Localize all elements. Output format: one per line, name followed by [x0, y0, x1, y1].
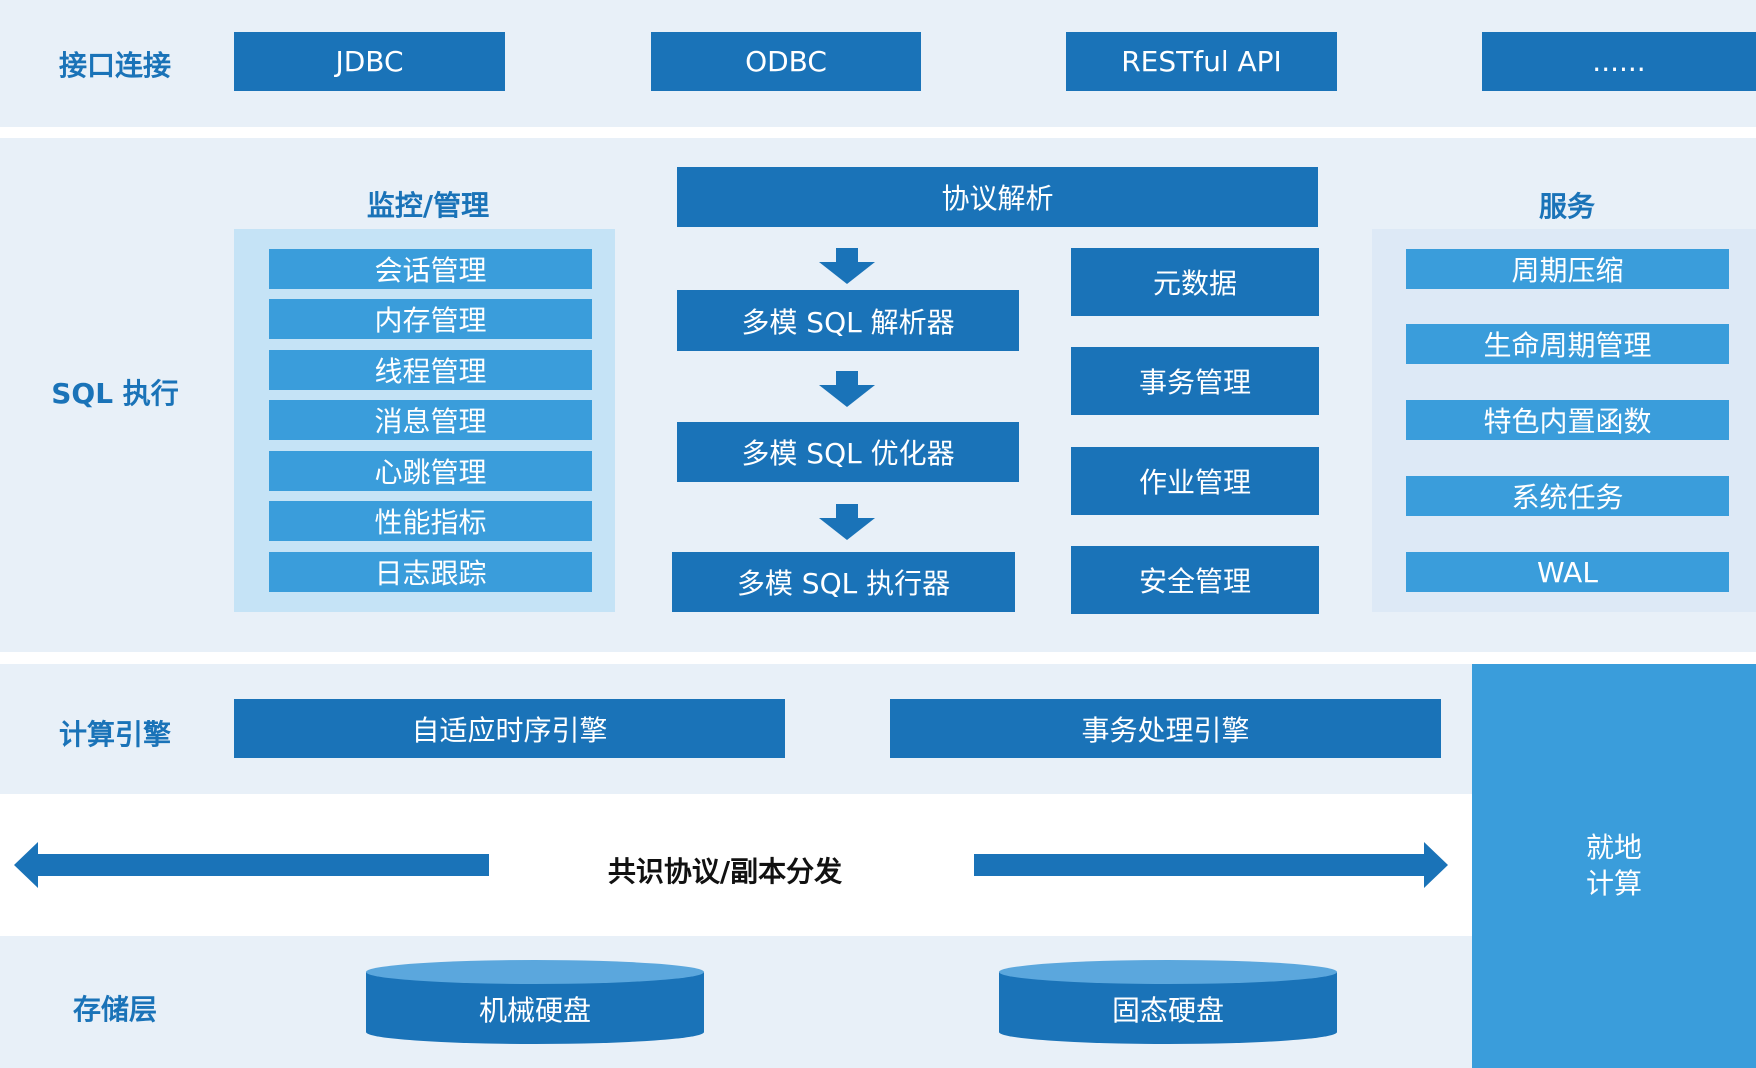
monitor-item: 消息管理	[269, 400, 592, 440]
odbc-box: ODBC	[651, 32, 921, 91]
down-arrow-icon	[819, 262, 875, 284]
monitor-item: 性能指标	[269, 501, 592, 541]
down-arrow-icon	[819, 385, 875, 407]
adaptive-timeseries-engine-box: 自适应时序引擎	[234, 699, 785, 758]
service-item: 生命周期管理	[1406, 324, 1729, 364]
local-compute-label: 就地 计算	[1585, 831, 1642, 900]
jdbc-box: JDBC	[234, 32, 505, 91]
protocol-parsing-box: 协议解析	[677, 167, 1318, 227]
monitor-item: 线程管理	[269, 350, 592, 390]
service-item: WAL	[1406, 552, 1729, 592]
consensus-label: 共识协议/副本分发	[607, 855, 843, 888]
monitor-item: 会话管理	[269, 249, 592, 289]
storage-layer-label: 存储层	[72, 993, 157, 1026]
service-item: 特色内置函数	[1406, 400, 1729, 440]
hdd-label: 机械硬盘	[478, 994, 591, 1027]
more-interfaces-box: ......	[1482, 32, 1756, 91]
service-item: 周期压缩	[1406, 249, 1729, 289]
sql-layer-label: SQL 执行	[51, 377, 179, 410]
down-arrow-stem	[836, 371, 858, 385]
ssd-disk-icon	[997, 958, 1339, 1048]
sql-optimizer-box: 多模 SQL 优化器	[677, 422, 1019, 482]
metadata-box: 元数据	[1071, 248, 1319, 316]
hdd-disk-icon	[364, 958, 706, 1048]
job-management-box: 作业管理	[1071, 447, 1319, 515]
monitor-item: 内存管理	[269, 299, 592, 339]
restful-api-box: RESTful API	[1066, 32, 1337, 91]
ssd-label: 固态硬盘	[1111, 994, 1224, 1027]
compute-layer-label: 计算引擎	[58, 718, 171, 751]
down-arrow-icon	[819, 518, 875, 540]
down-arrow-stem	[836, 504, 858, 518]
transaction-management-box: 事务管理	[1071, 347, 1319, 415]
down-arrow-stem	[836, 248, 858, 262]
transaction-engine-box: 事务处理引擎	[890, 699, 1441, 758]
right-arrow-icon	[974, 842, 1448, 888]
monitor-item: 日志跟踪	[269, 552, 592, 592]
service-item: 系统任务	[1406, 476, 1729, 516]
local-compute-box: 就地 计算	[1472, 664, 1756, 1068]
service-title: 服务	[1538, 190, 1595, 223]
sql-parser-box: 多模 SQL 解析器	[677, 290, 1019, 351]
monitor-title: 监控/管理	[366, 189, 490, 222]
interface-layer-label: 接口连接	[58, 49, 171, 82]
left-arrow-icon	[14, 842, 489, 888]
security-management-box: 安全管理	[1071, 546, 1319, 614]
monitor-item: 心跳管理	[269, 451, 592, 491]
sql-executor-box: 多模 SQL 执行器	[672, 552, 1015, 612]
